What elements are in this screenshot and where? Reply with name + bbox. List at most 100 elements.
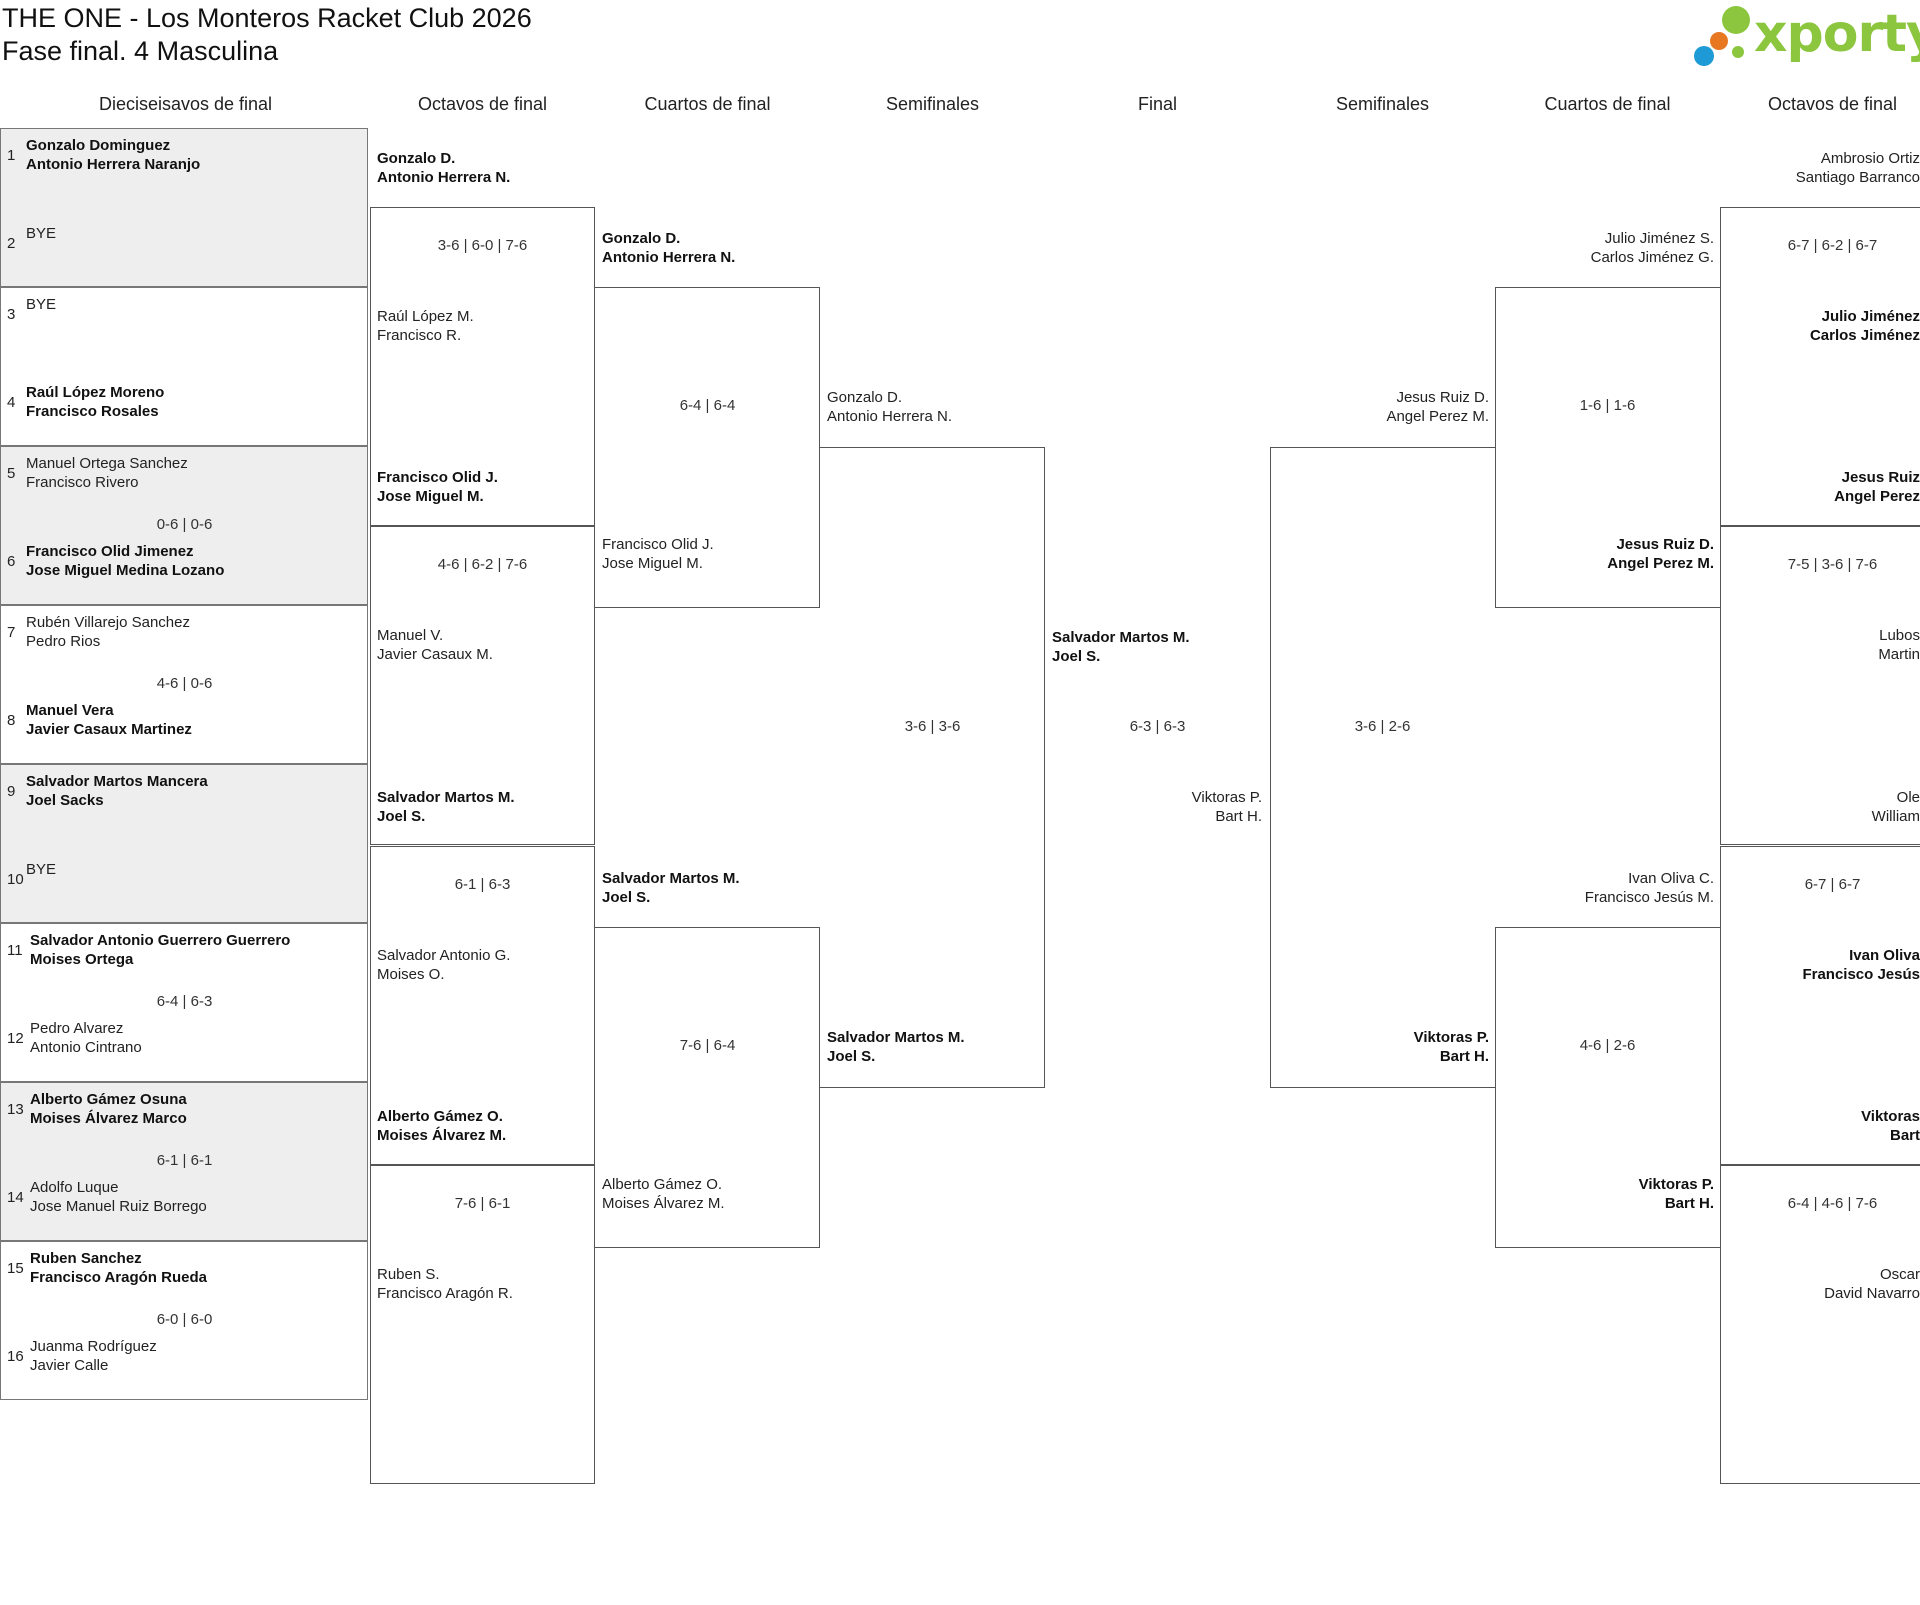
bracket-line (370, 526, 595, 527)
player-name: Jose Manuel Ruiz Borrego (30, 1198, 207, 1215)
team-pair: Salvador Martos M.Joel S. (1052, 628, 1190, 666)
player-name: Salvador Martos M. (1052, 629, 1190, 646)
match-score: 6-1 | 6-3 (454, 876, 511, 893)
match-box (0, 1241, 368, 1400)
player-name: Raúl López Moreno (26, 384, 165, 401)
logo-dot-blue-icon (1694, 46, 1714, 66)
player-name: Viktoras P. (1638, 1176, 1714, 1193)
bracket-line (1720, 844, 1920, 845)
player-name: Alberto Gámez O. (602, 1176, 723, 1193)
team-pair: Salvador Martos M.Joel S. (602, 869, 740, 907)
match-score: 4-6 | 6-2 | 7-6 (437, 556, 528, 573)
bracket-line (1720, 207, 1920, 208)
match-score: 4-6 | 0-6 (156, 675, 213, 692)
round-header-qf-right: Cuartos de final (1544, 94, 1671, 114)
player-name: Manuel V. (377, 627, 444, 644)
bracket-line (1495, 287, 1720, 288)
bracket-line (595, 607, 820, 608)
team-pair: Viktoras P.Bart H. (1192, 788, 1262, 826)
player-name: Salvador Martos Mancera (26, 773, 208, 790)
logo-dot-green-icon (1722, 6, 1750, 34)
player-name: Oscar (1879, 1266, 1920, 1283)
seed-number: 8 (7, 712, 16, 729)
player-name: Francisco Olid J. (602, 536, 714, 553)
seed-number: 9 (7, 783, 16, 800)
team-pair: Ruben S.Francisco Aragón R. (377, 1265, 513, 1303)
team-pair: Gonzalo D.Antonio Herrera N. (602, 229, 735, 267)
page-title: THE ONE - Los Monteros Racket Club 2026 (2, 3, 532, 33)
round-header-final: Final (1137, 94, 1177, 114)
bracket-line (370, 1165, 595, 1166)
logo-dot-orange-icon (1710, 32, 1728, 50)
player-name: Carlos Jiménez G. (1590, 249, 1714, 266)
bracket-line (594, 526, 595, 845)
match-score: 6-7 | 6-2 | 6-7 (1787, 237, 1878, 254)
bracket-line (370, 846, 595, 847)
player-name: Joel S. (602, 889, 651, 906)
player-name: Gonzalo D. (827, 389, 903, 406)
player-name: Jose Miguel M. (377, 488, 484, 505)
bracket-line (1495, 287, 1496, 608)
player-name: Salvador Martos M. (827, 1029, 965, 1046)
player-name: Ole (1896, 789, 1920, 806)
team-pair: Viktoras P. Bart H. (1639, 1175, 1714, 1213)
player-name: Carlos Jiménez (1809, 327, 1920, 344)
player-name: William (1871, 808, 1920, 825)
match-score: 6-7 | 6-7 (1804, 876, 1861, 893)
player-name: BYE (26, 225, 57, 242)
team-pair: Gonzalo D.Antonio Herrera N. (377, 149, 510, 187)
team-pair: Gonzalo D.Antonio Herrera N. (827, 388, 952, 426)
player-name: Francisco Olid J. (377, 469, 498, 486)
header: THE ONE - Los Monteros Racket Club 2026 … (2, 2, 532, 68)
team-pair: Raúl López M.Francisco R. (377, 307, 474, 345)
bracket-line (595, 927, 820, 928)
player-name: Moises Ortega (30, 951, 134, 968)
bracket-line (370, 525, 595, 526)
bracket-line (819, 287, 820, 608)
player-name: Viktoras (1861, 1108, 1920, 1125)
match-box (0, 605, 368, 764)
player-name: Jesus Ruiz (1841, 469, 1920, 486)
player-name: Jesus Ruiz D. (1396, 389, 1489, 406)
bracket-line (1270, 447, 1271, 1088)
seed-number: 7 (7, 624, 16, 641)
player-name: Viktoras P. (1413, 1029, 1489, 1046)
team-pair: Alberto Gámez O.Moises Álvarez M. (377, 1107, 506, 1145)
player-name: Gonzalo Dominguez (26, 137, 171, 154)
match-score: 6-0 | 6-0 (156, 1311, 213, 1328)
team-pair: Salvador Martos M. Joel S. (827, 1028, 965, 1066)
player-name: Ivan Oliva (1849, 947, 1920, 964)
team-pair: Manuel V.Javier Casaux M. (377, 626, 493, 664)
match-score: 7-6 | 6-4 (679, 1037, 736, 1054)
team-names: BYE (26, 295, 56, 314)
seed-number: 16 (7, 1348, 24, 1365)
bracket-line (1270, 1087, 1495, 1088)
player-name: Francisco Olid Jimenez (26, 543, 194, 560)
player-name: Rubén Villarejo Sanchez (26, 614, 190, 631)
match-score: 3-6 | 6-0 | 7-6 (437, 237, 528, 254)
player-name: Salvador Martos M. (377, 789, 515, 806)
player-name: Pedro Alvarez (30, 1020, 124, 1037)
player-name: Moises O. (377, 966, 445, 983)
player-name: Martin (1878, 646, 1920, 663)
player-name: Bart (1889, 1127, 1920, 1144)
player-name: Juanma Rodríguez (30, 1338, 157, 1355)
round-header-r16-right: Octavos de final (1767, 94, 1898, 114)
team-pair: Jesus Ruiz D.Angel Perez M. (1607, 535, 1714, 573)
bracket-line (370, 1165, 371, 1484)
player-name: Francisco Aragón Rueda (30, 1269, 207, 1286)
player-name: Joel S. (827, 1048, 876, 1065)
player-name: Alberto Gámez O. (377, 1108, 503, 1125)
player-name: Salvador Antonio Guerrero Guerrero (30, 932, 291, 949)
player-name: Bart H. (1664, 1195, 1714, 1212)
